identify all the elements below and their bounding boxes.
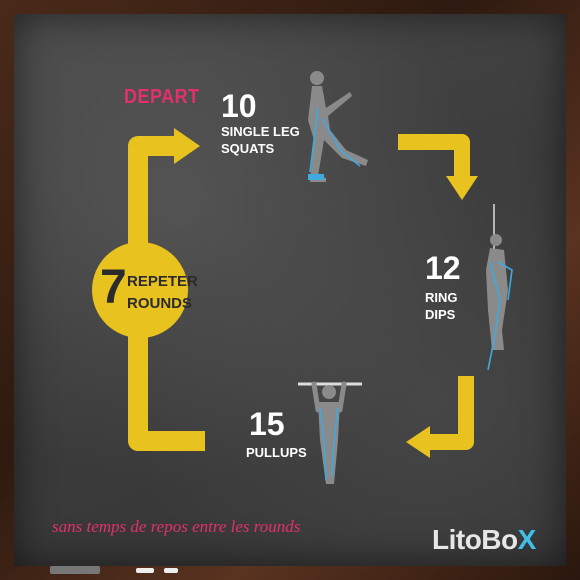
step-1-name-line1: SINGLE LEG: [221, 124, 300, 139]
single-leg-squat-figure: [308, 71, 368, 182]
rounds-count: 7: [100, 261, 127, 314]
arrow-to-ring-dips-head: [446, 176, 478, 200]
footer-note: sans temps de repos entre les rounds: [52, 517, 301, 536]
rounds-label-line1: REPETER: [127, 273, 198, 290]
arrow-to-pullups: [428, 376, 474, 450]
chalk-piece: [136, 568, 154, 573]
eraser: [50, 566, 100, 574]
step-3-name: PULLUPS: [246, 445, 307, 460]
chalk-piece: [164, 568, 178, 573]
brand-logo: LitoBoX: [432, 524, 536, 556]
pullup-figure: [298, 381, 362, 484]
arrow-to-ring-dips: [398, 134, 470, 178]
step-3-reps: 15: [249, 406, 285, 442]
step-2-name-line1: RING: [425, 290, 458, 305]
rounds-circle: [92, 242, 188, 338]
loop-arrow-head: [174, 128, 200, 164]
ring-dip-figure: [486, 204, 513, 371]
brand-accent: X: [517, 524, 537, 555]
step-1-name-line2: SQUATS: [221, 141, 275, 156]
step-1-reps: 10: [221, 88, 257, 124]
start-label: DEPART: [124, 84, 200, 108]
rounds-label-line2: ROUNDS: [127, 295, 193, 312]
brand-name: LitoBo: [432, 524, 518, 555]
step-2-name-line2: DIPS: [425, 307, 456, 322]
step-2-reps: 12: [425, 250, 461, 286]
arrow-to-pullups-head: [406, 426, 430, 458]
